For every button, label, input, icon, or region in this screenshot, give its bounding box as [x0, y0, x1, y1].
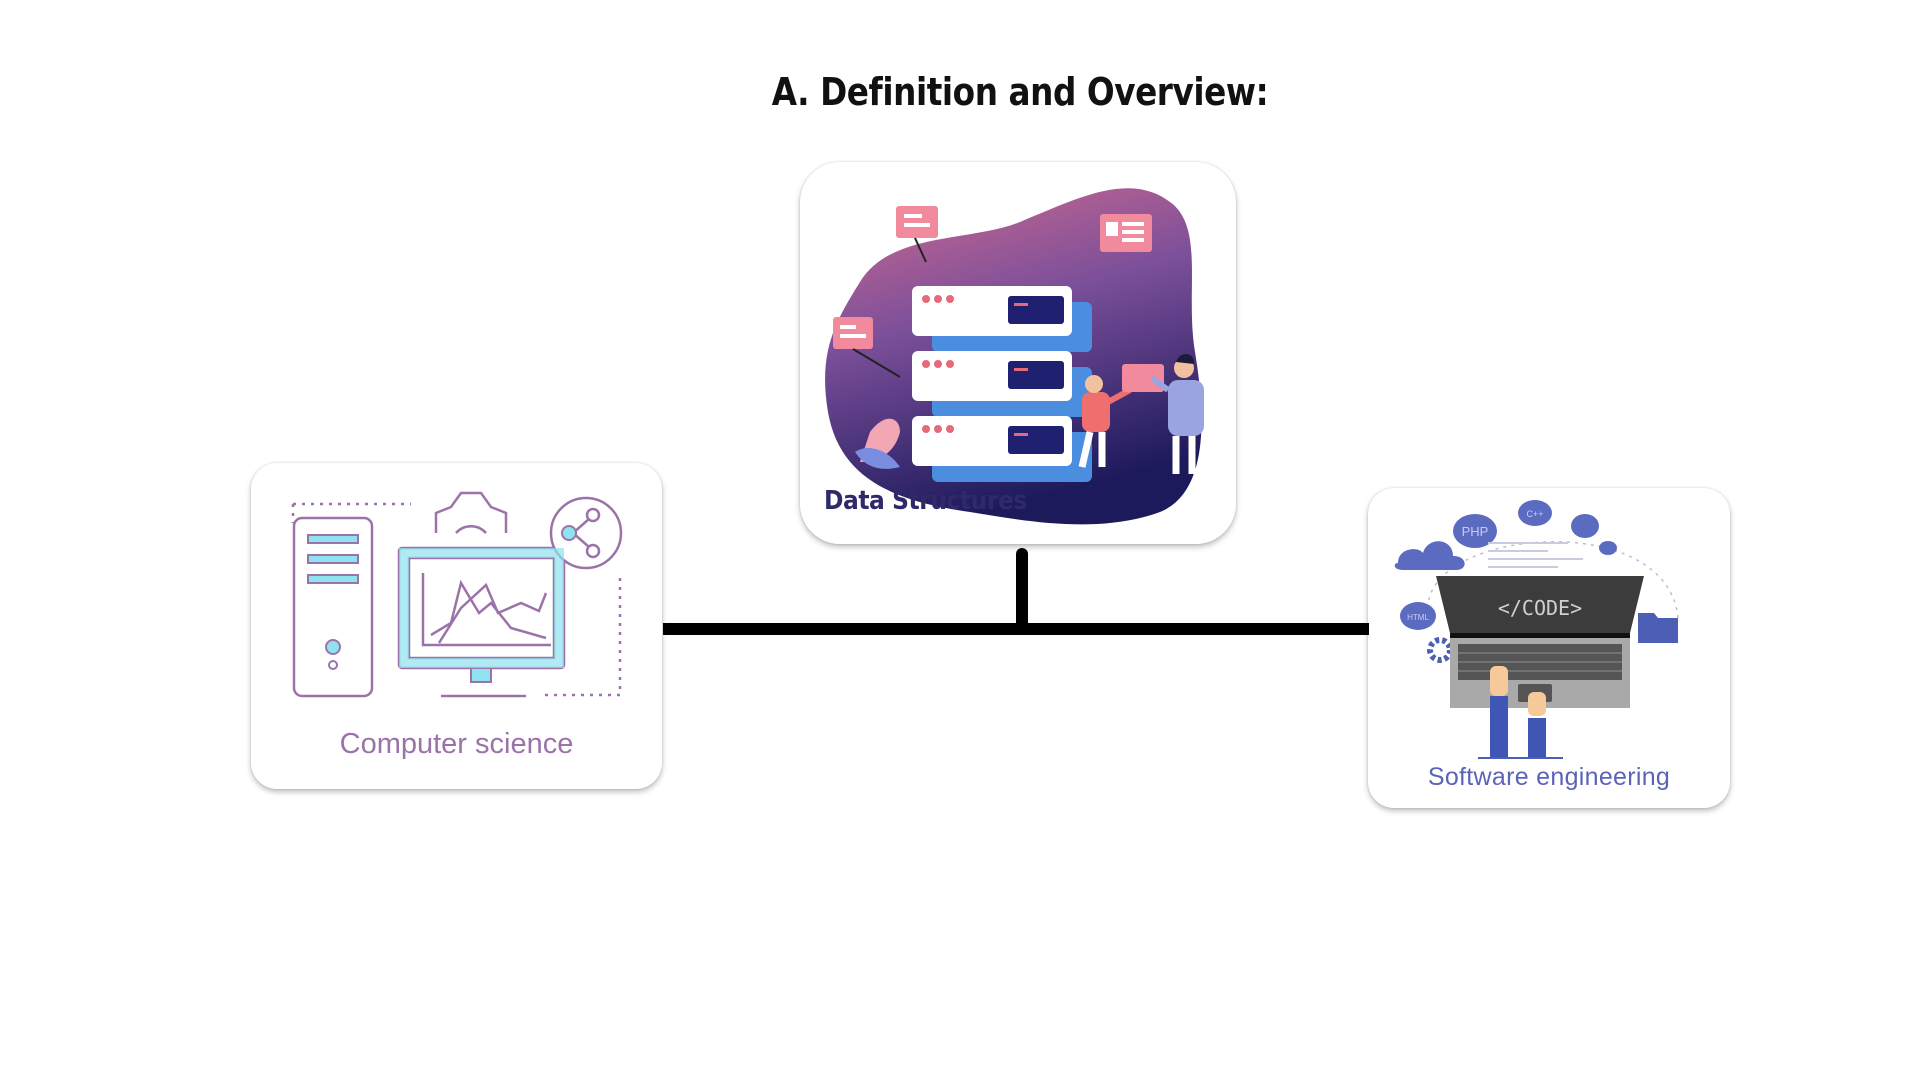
children-connector-line — [663, 623, 1369, 635]
cpp-bubble-text: C++ — [1526, 509, 1543, 519]
computer-chart-gear-icon — [291, 491, 623, 698]
software-engineering-card: PHP C++ HTML </CODE> — [1368, 488, 1730, 808]
root-connector-line — [1016, 548, 1028, 632]
computer-science-card: Computer science — [251, 463, 662, 789]
data-structures-card: Data Structures — [800, 162, 1236, 544]
laptop-code-icon: PHP C++ HTML </CODE> — [1394, 500, 1679, 759]
computer-science-label: Computer science — [339, 728, 574, 760]
code-screen-text: </CODE> — [1498, 596, 1582, 620]
data-structures-label: Data Structures — [824, 486, 1027, 516]
php-bubble-text: PHP — [1462, 524, 1489, 539]
server-stack-illustration-icon — [825, 188, 1204, 525]
html-bubble-text: HTML — [1407, 613, 1429, 622]
slide-title: A. Definition and Overview: — [771, 70, 1269, 114]
software-engineering-label: Software engineering — [1427, 763, 1671, 791]
